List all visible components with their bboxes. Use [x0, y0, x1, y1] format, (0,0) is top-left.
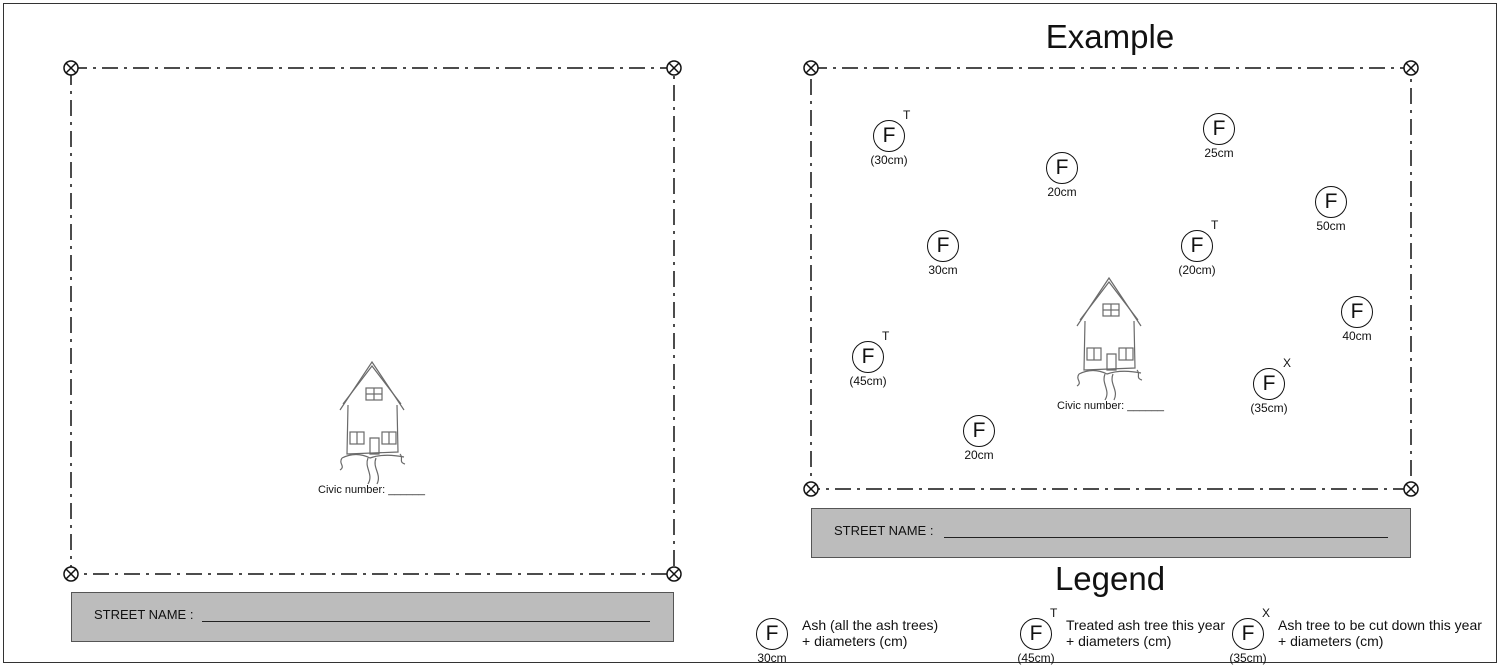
- legend-description: Ash (all the ash trees) + diameters (cm): [802, 617, 938, 649]
- tree-status-mark: T: [1050, 606, 1058, 620]
- legend-line-1: Treated ash tree this year: [1066, 617, 1226, 633]
- legend-item-cut-down: F X (35cm) Ash tree to be cut down this …: [1229, 600, 1494, 665]
- left-house-drawing: [339, 361, 406, 485]
- ash-tree-icon: F: [927, 230, 959, 262]
- tree-status-mark: T: [1211, 218, 1219, 232]
- ash-tree-icon: F: [963, 415, 995, 447]
- legend-item-treated: F T (45cm) Treated ash tree this year + …: [1017, 600, 1230, 665]
- legend-description: Treated ash tree this year + diameters (…: [1066, 617, 1225, 649]
- tree-diameter: (35cm): [1250, 401, 1288, 415]
- ash-tree-icon: F: [1181, 230, 1213, 262]
- legend-description: Ash tree to be cut down this year + diam…: [1278, 617, 1482, 649]
- example-lot-boundary: [803, 60, 1419, 497]
- tree-diameter: 40cm: [1342, 329, 1372, 343]
- tree-status-mark: T: [903, 108, 911, 122]
- example-street-name-box: STREET NAME :: [811, 508, 1411, 558]
- tree-status-mark: T: [882, 329, 890, 343]
- example-title: Example: [1045, 18, 1175, 55]
- ash-tree-icon: F: [1341, 296, 1373, 328]
- tree-diameter: 25cm: [1204, 146, 1234, 160]
- tree-diameter: 20cm: [1047, 185, 1077, 199]
- ash-tree-icon: F: [873, 120, 905, 152]
- ash-tree-icon: F: [1253, 368, 1285, 400]
- legend-line-2: + diameters (cm): [1066, 633, 1172, 649]
- tree-diameter: (45cm): [1017, 651, 1055, 665]
- tree-diameter: (30cm): [870, 153, 908, 167]
- left-civic-number-label: Civic number: ______: [318, 484, 426, 496]
- page-frame: [3, 3, 1497, 663]
- example-street-name-line: [944, 537, 1388, 538]
- legend-title: Legend: [1054, 560, 1166, 597]
- tree-diameter: (45cm): [849, 374, 887, 388]
- legend-line-2: + diameters (cm): [802, 633, 908, 649]
- ash-tree-icon: F: [756, 618, 788, 650]
- ash-tree-icon: F: [1203, 113, 1235, 145]
- left-street-name-label: STREET NAME :: [94, 607, 194, 622]
- legend-item-ash: F 30cm Ash (all the ash trees) + diamete…: [756, 600, 996, 665]
- tree-diameter: 50cm: [1316, 219, 1346, 233]
- example-street-name-label: STREET NAME :: [834, 523, 934, 538]
- example-house-drawing: [1076, 277, 1143, 401]
- ash-tree-icon: F: [1315, 186, 1347, 218]
- left-street-name-line: [202, 621, 650, 622]
- left-lot-boundary: [63, 60, 682, 582]
- legend-line-1: Ash (all the ash trees): [802, 617, 939, 633]
- tree-diameter: 30cm: [757, 651, 787, 665]
- left-street-name-box: STREET NAME :: [71, 592, 674, 642]
- example-civic-number-label: Civic number: ______: [1057, 400, 1165, 412]
- tree-status-mark: X: [1283, 356, 1292, 370]
- tree-diameter: (20cm): [1178, 263, 1216, 277]
- tree-diameter: 20cm: [964, 448, 994, 462]
- legend-line-2: + diameters (cm): [1278, 633, 1384, 649]
- ash-tree-icon: F: [852, 341, 884, 373]
- tree-diameter: (35cm): [1229, 651, 1267, 665]
- legend-line-1: Ash tree to be cut down this year: [1278, 617, 1482, 633]
- ash-tree-icon: F: [1046, 152, 1078, 184]
- ash-tree-icon: F: [1020, 618, 1052, 650]
- tree-diameter: 30cm: [928, 263, 958, 277]
- ash-tree-icon: F: [1232, 618, 1264, 650]
- tree-status-mark: X: [1262, 606, 1271, 620]
